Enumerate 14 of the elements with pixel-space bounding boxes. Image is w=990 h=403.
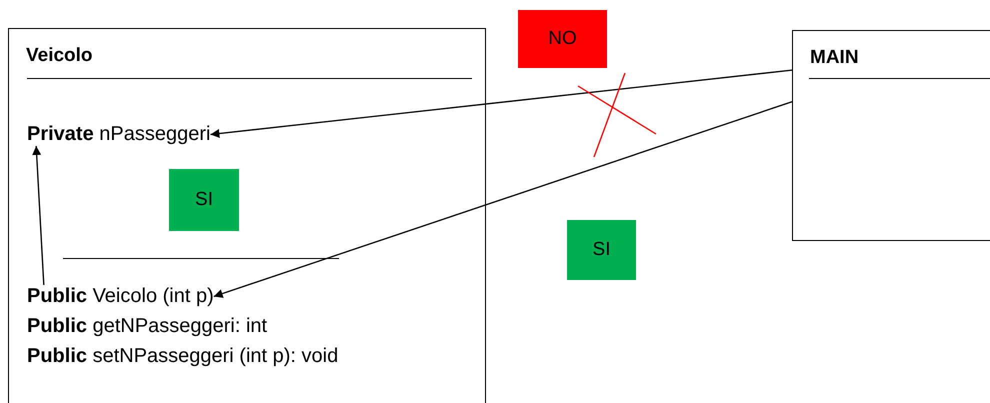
status-badge: SI bbox=[169, 169, 239, 231]
arrow bbox=[32, 146, 44, 286]
attribute-text: Private nPasseggeri bbox=[27, 123, 210, 146]
status-badge: SI bbox=[567, 220, 636, 280]
class-box bbox=[792, 30, 990, 241]
arrow bbox=[214, 101, 792, 298]
class-name: Veicolo bbox=[26, 45, 93, 67]
method-text: Public Veicolo (int p) bbox=[27, 285, 214, 308]
status-badge: NO bbox=[518, 10, 607, 68]
method-text: Public setNPasseggeri (int p): void bbox=[27, 345, 338, 368]
arrow bbox=[210, 69, 792, 138]
method-text: Public getNPasseggeri: int bbox=[27, 315, 268, 338]
class-box bbox=[8, 28, 486, 403]
class-name: MAIN bbox=[810, 47, 859, 69]
